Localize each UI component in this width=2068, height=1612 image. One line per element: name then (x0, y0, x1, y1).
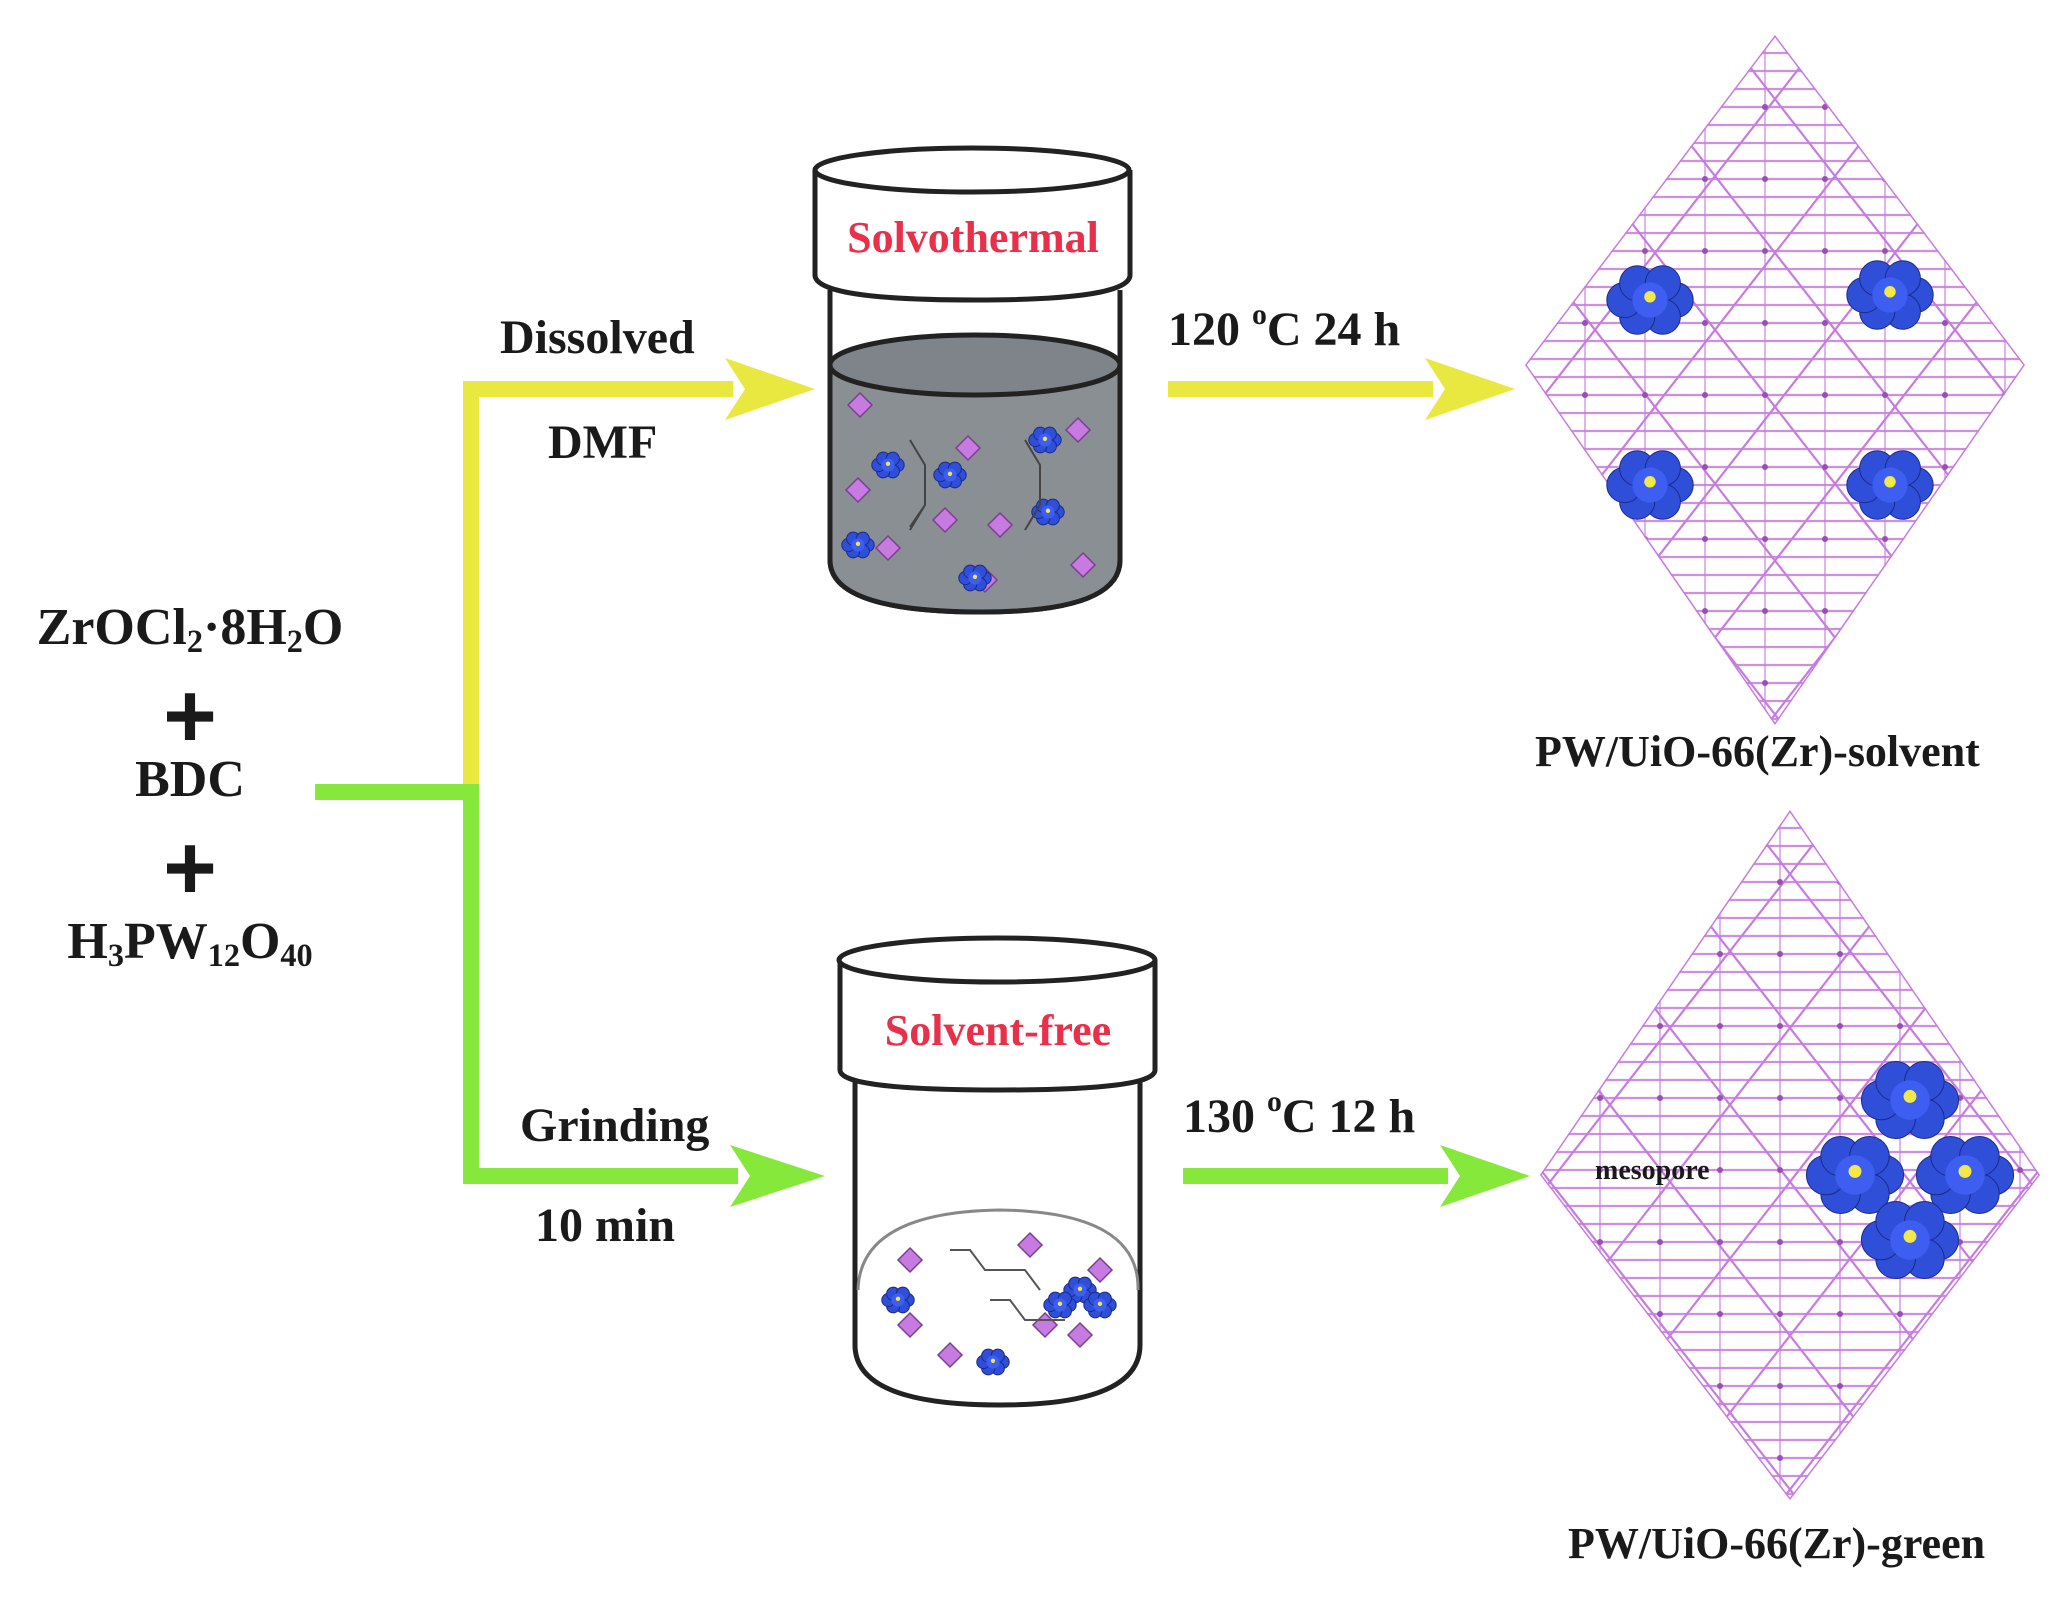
product-solvent: PW/UiO-66(Zr)-solvent (1535, 727, 1980, 776)
framework-outline (1525, 35, 2025, 725)
linker-diamond (954, 434, 982, 462)
arrow-to-solvothermal (463, 358, 815, 420)
linker-diamond (896, 1311, 924, 1339)
pw-cluster (1846, 260, 1934, 330)
linker-diamond (846, 391, 874, 419)
solvent-free-particles (881, 1231, 1117, 1376)
linker-diamond (931, 506, 959, 534)
pw-cluster (1805, 1135, 1905, 1215)
pw-cluster (1083, 1291, 1117, 1319)
label-grinding: Grinding (520, 1099, 710, 1152)
linker-diamond (1086, 1256, 1114, 1284)
mesopore-label: mesopore (1595, 1155, 1710, 1186)
branch-connector (315, 384, 479, 1184)
pw-clusters-green (1805, 1060, 2015, 1280)
pw-cluster (1846, 450, 1934, 520)
solvent-free-jar (836, 935, 1158, 1408)
pw-cluster (933, 461, 967, 489)
linker-diamond (874, 534, 902, 562)
pw-cluster (871, 451, 905, 479)
pw-cluster (1028, 426, 1062, 454)
linker-diamond (844, 476, 872, 504)
pw-cluster (1915, 1135, 2015, 1215)
label-dissolved: Dissolved (500, 311, 695, 364)
pw-cluster (1043, 1291, 1077, 1319)
bdc-linker-sketch (909, 439, 1041, 531)
arrow-solvent-free-to-product (1183, 1145, 1530, 1207)
product-green: PW/UiO-66(Zr)-green (1568, 1519, 1986, 1568)
pw-cluster (841, 531, 875, 559)
arrow-to-solvent-free (463, 1145, 825, 1207)
linker-diamond (936, 1341, 964, 1369)
pw-cluster (881, 1286, 915, 1314)
condition-bottom: 130 oC 12 h (1183, 1085, 1416, 1143)
framework-outline (1540, 810, 2040, 1500)
solvothermal-jar (812, 145, 1133, 615)
pw-cluster (1606, 265, 1694, 335)
pw-cluster (976, 1348, 1010, 1376)
linker-diamond (986, 511, 1014, 539)
jar-label-solvent-free: Solvent-free (884, 1006, 1112, 1055)
arrow-solvothermal-to-product (1168, 358, 1515, 420)
bdc-linker-sketch (950, 1249, 1065, 1321)
pw-cluster (1860, 1200, 1960, 1280)
plus-sign-2: + (163, 817, 217, 919)
solvothermal-particles (841, 391, 1097, 594)
reactant-bdc: BDC (135, 751, 245, 808)
reactant-h3pw12o40: H3PW12O40 (67, 913, 313, 974)
pw-cluster (1606, 450, 1694, 520)
label-10-min: 10 min (535, 1199, 676, 1252)
linker-diamond (1069, 551, 1097, 579)
pw-cluster (958, 564, 992, 592)
linker-diamond (1066, 1321, 1094, 1349)
linker-diamond (896, 1246, 924, 1274)
pw-cluster (1860, 1060, 1960, 1140)
plus-sign-1: + (163, 665, 217, 767)
linker-diamond (1064, 416, 1092, 444)
pw-clusters-solvent (1606, 260, 1934, 520)
jar-label-solvothermal: Solvothermal (847, 213, 1099, 262)
condition-top: 120 oC 24 h (1168, 298, 1401, 356)
linker-diamond (1016, 1231, 1044, 1259)
reactant-zrocl2: ZrOCl2·8H2O (36, 599, 344, 660)
label-dmf: DMF (548, 416, 658, 469)
